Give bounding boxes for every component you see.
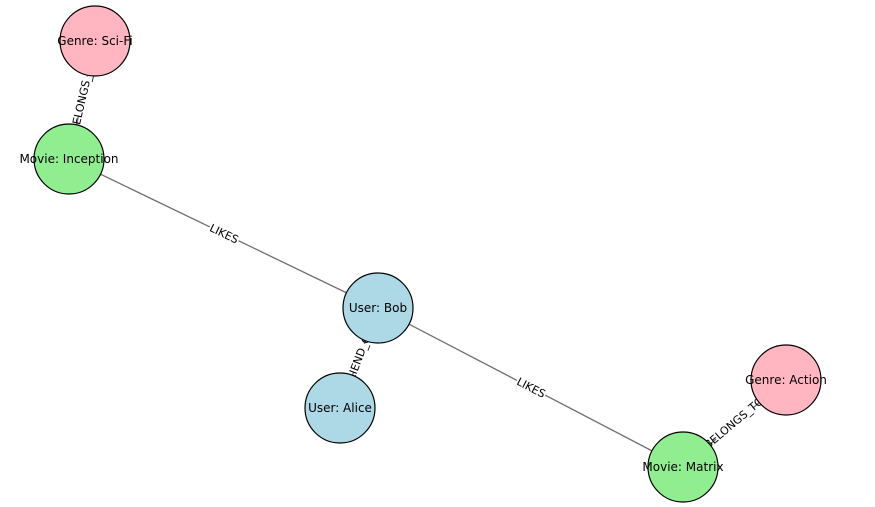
node-label-user-alice: User: Alice [308,401,372,415]
node-circle-movie-inception[interactable] [33,123,105,195]
node-movie-matrix[interactable]: Movie: Matrix [642,431,724,503]
node-circle-movie-matrix[interactable] [647,431,719,503]
edges [68,40,787,468]
node-circle-genre-action[interactable] [750,344,822,416]
edge-labels: BELONGS_TO LIKES FRIEND_OF LIKES BELONGS… [68,58,767,451]
node-circle-user-bob[interactable] [342,272,414,344]
edge-label-bob-matrix: LIKES [514,375,547,401]
node-label-user-bob: User: Bob [349,301,407,315]
nodes: Genre: Sci-Fi Movie: Inception User: Bob… [19,5,827,503]
node-label-genre-scifi: Genre: Sci-Fi [57,34,132,48]
node-genre-scifi[interactable]: Genre: Sci-Fi [57,5,133,77]
node-genre-action[interactable]: Genre: Action [745,344,827,416]
edge-label-bob-inception: LIKES [207,222,240,247]
node-user-bob[interactable]: User: Bob [342,272,414,344]
node-circle-user-alice[interactable] [304,372,376,444]
edge-label-matrix-action: BELONGS_TO [702,394,767,451]
node-label-genre-action: Genre: Action [745,373,827,387]
node-label-movie-inception: Movie: Inception [19,152,118,166]
node-label-movie-matrix: Movie: Matrix [642,460,723,474]
node-circle-genre-scifi[interactable] [59,5,131,77]
node-user-alice[interactable]: User: Alice [304,372,376,444]
node-movie-inception[interactable]: Movie: Inception [19,123,119,195]
